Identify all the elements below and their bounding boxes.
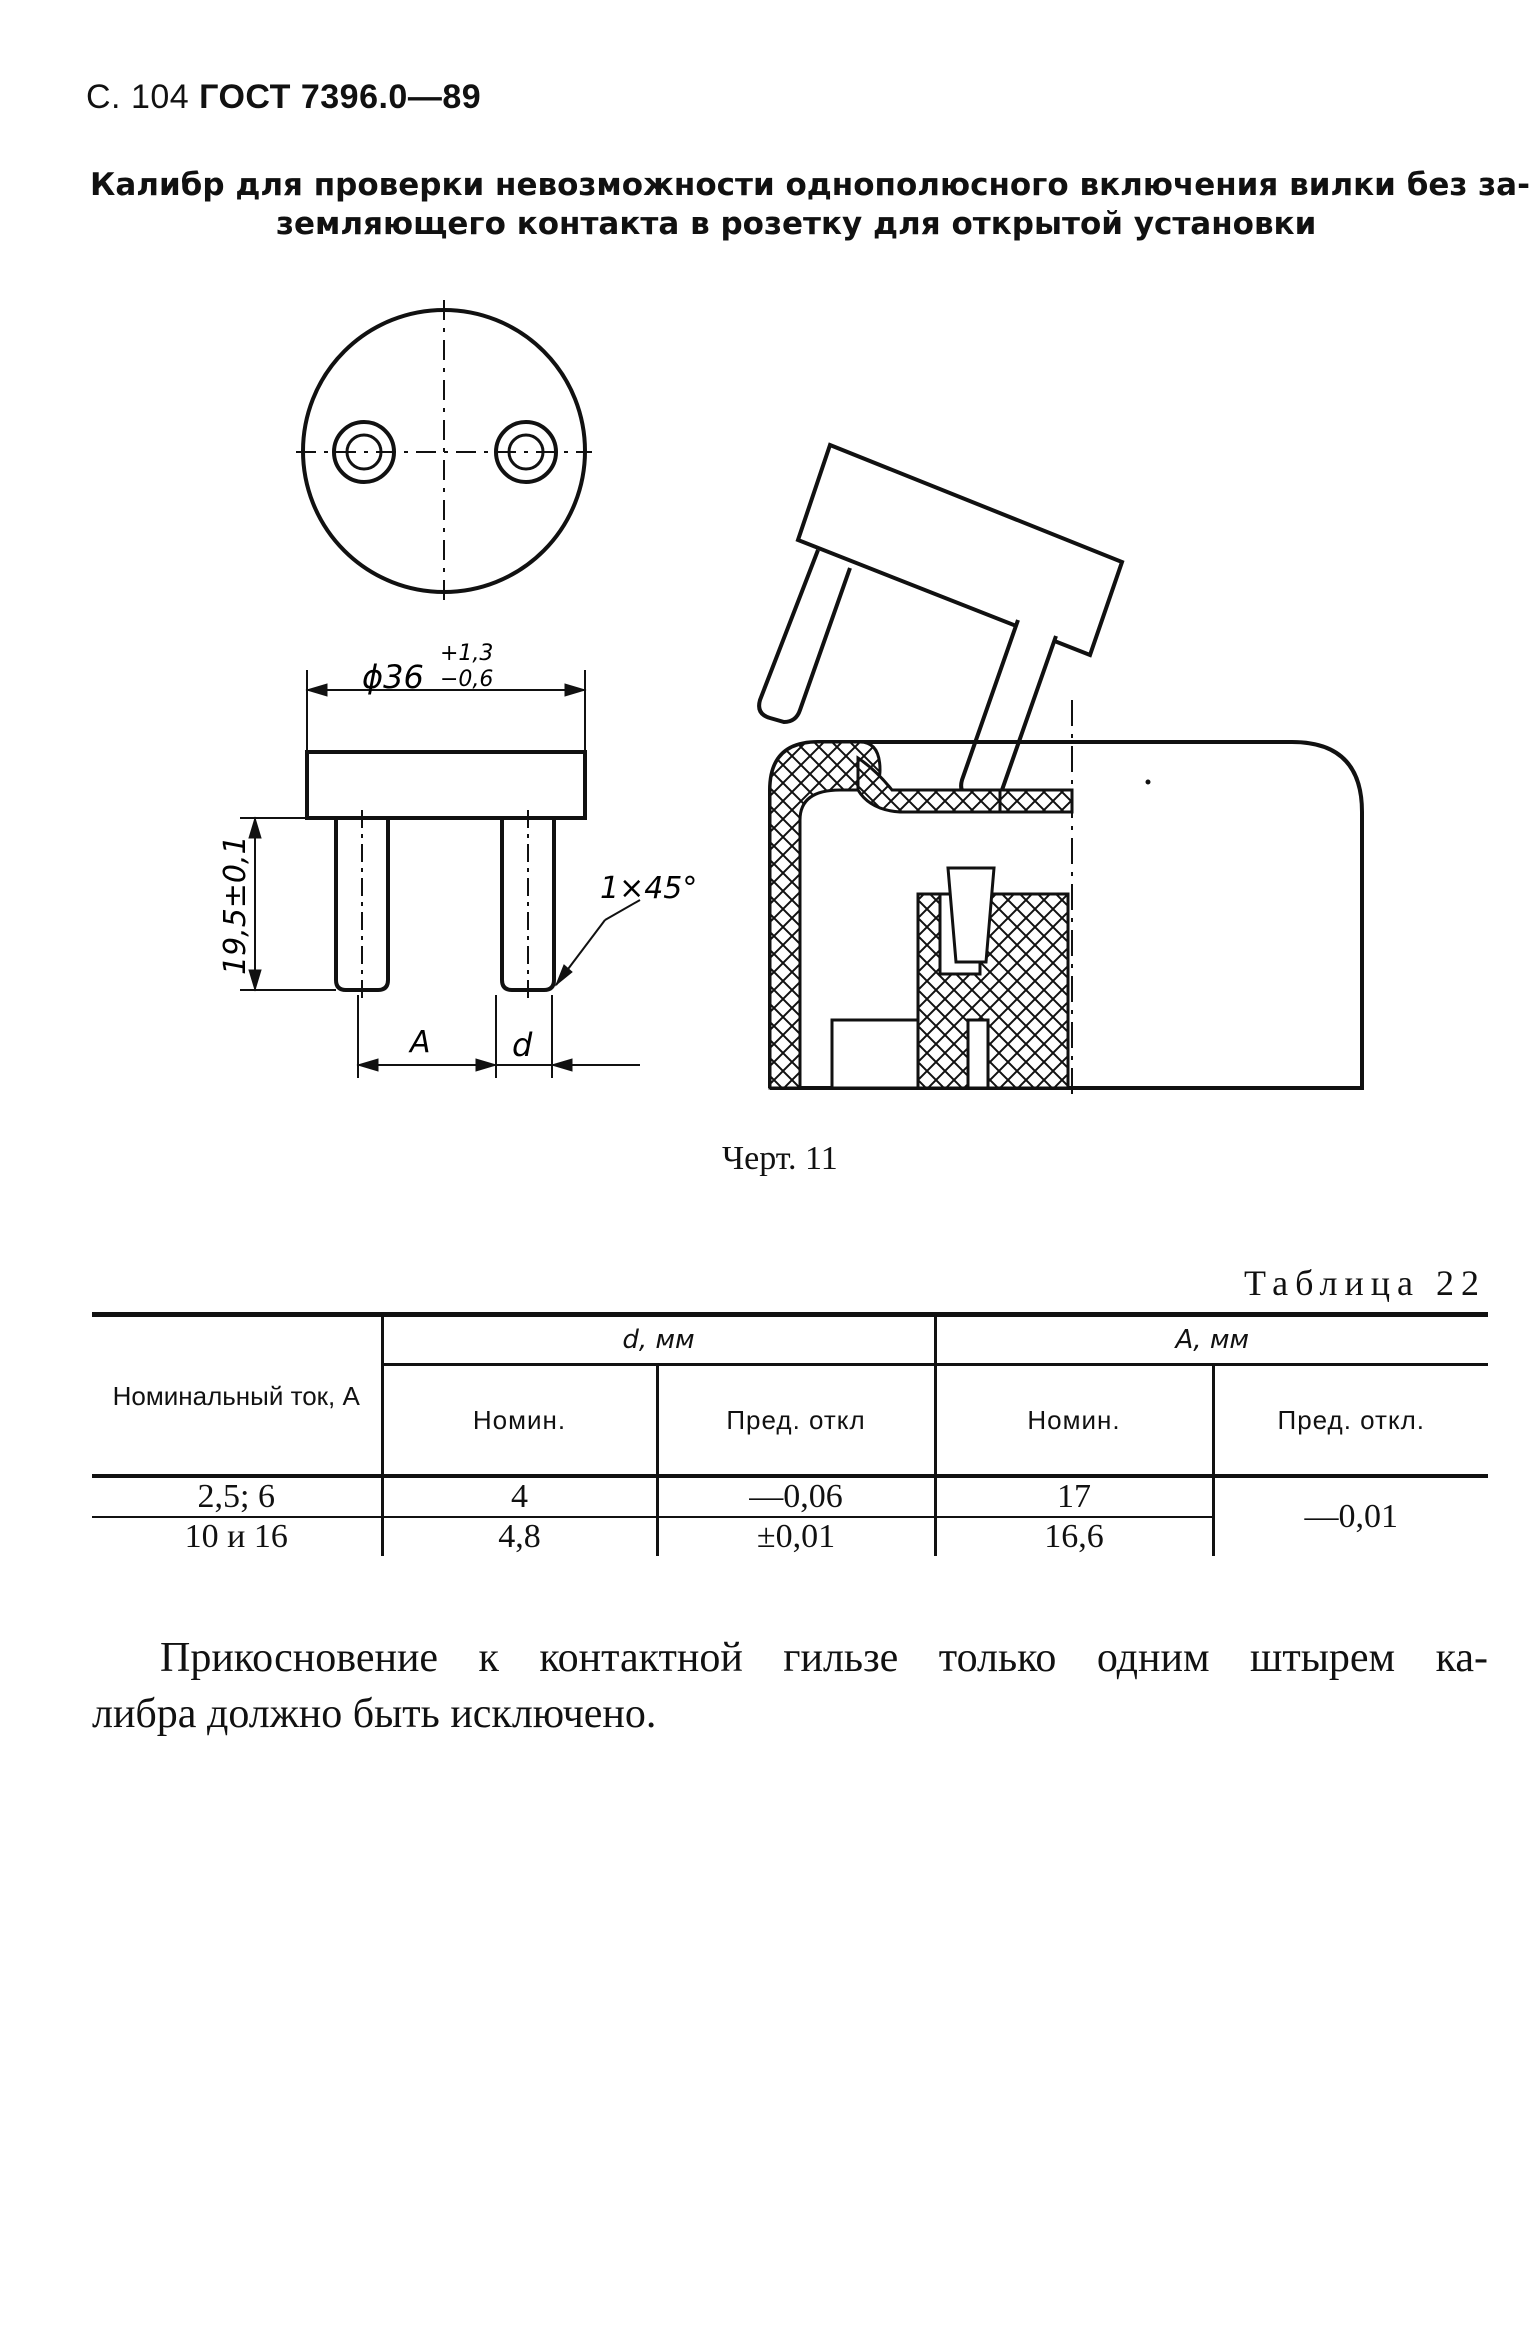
tolerance-upper: +1,3 — [440, 641, 493, 666]
diameter-dim-text: ϕ36 — [362, 658, 424, 696]
pin-length-dim-text: 19,5±0,1 — [218, 835, 253, 975]
tolerance-lower: −0,6 — [440, 667, 493, 692]
cell-d-nominal: 4,8 — [380, 1517, 657, 1556]
header-a-deviation: Пред. откл. — [1211, 1364, 1489, 1476]
note-paragraph: Прикосновение к контактной гильзе только… — [92, 1630, 1488, 1742]
cell-d-nominal: 4 — [380, 1476, 657, 1518]
dimension-labels: ϕ36 +1,3 −0,6 19,5±0,1 1×45° A d — [218, 641, 697, 1064]
cell-current: 2,5; 6 — [92, 1476, 382, 1518]
dim-a-label: A — [408, 1025, 431, 1060]
document-title: Калибр для проверки невозможности однопо… — [90, 166, 1530, 244]
cell-a-nominal: 16,6 — [933, 1517, 1214, 1556]
title-line-1: Калибр для проверки невозможности однопо… — [90, 167, 1530, 203]
header-group-d: d, мм — [380, 1314, 936, 1366]
page-header: С. 104 ГОСТ 7396.0—89 — [86, 78, 481, 117]
cell-d-deviation: ±0,01 — [655, 1517, 936, 1556]
table-row: 2,5; 6 4 —0,06 17 —0,01 — [92, 1476, 1489, 1556]
gauge-top-view — [296, 300, 592, 605]
cell-a-deviation-merged: —0,01 — [1211, 1476, 1489, 1556]
socket-section — [757, 442, 1364, 1098]
title-line-2: земляющего контакта в розетку для открыт… — [276, 206, 1317, 242]
technical-drawing: ϕ36 +1,3 −0,6 19,5±0,1 1×45° A d — [218, 300, 1364, 1098]
header-d-nominal: Номин. — [380, 1364, 657, 1476]
gauge-side-view — [240, 670, 641, 1078]
table-row: 10 и 16 4,8 ±0,01 16,6 — [92, 1517, 1488, 1556]
note-line-2: либра должно быть исключено. — [92, 1691, 657, 1737]
cell-current: 10 и 16 — [184, 1518, 288, 1555]
figure-caption: Черт. 11 — [722, 1140, 838, 1177]
data-table: Номинальный ток, А d, мм А, мм Номин. Пр… — [92, 1312, 1489, 1556]
chamfer-dim-text: 1×45° — [600, 871, 697, 906]
dim-d-label: d — [512, 1026, 533, 1064]
note-line-1: Прикосновение к контактной гильзе только… — [160, 1635, 1488, 1681]
header-a-nominal: Номин. — [933, 1364, 1214, 1476]
standard-code: ГОСТ 7396.0—89 — [199, 78, 482, 116]
header-d-deviation: Пред. откл — [655, 1364, 936, 1476]
cell-a-nominal: 17 — [933, 1476, 1214, 1518]
header-group-a: А, мм — [933, 1314, 1489, 1366]
page-number: С. 104 — [86, 78, 190, 116]
cell-d-deviation: —0,06 — [655, 1476, 936, 1518]
header-nominal-current: Номинальный ток, А — [92, 1314, 382, 1478]
table-caption: Таблица 22 — [1244, 1263, 1486, 1303]
